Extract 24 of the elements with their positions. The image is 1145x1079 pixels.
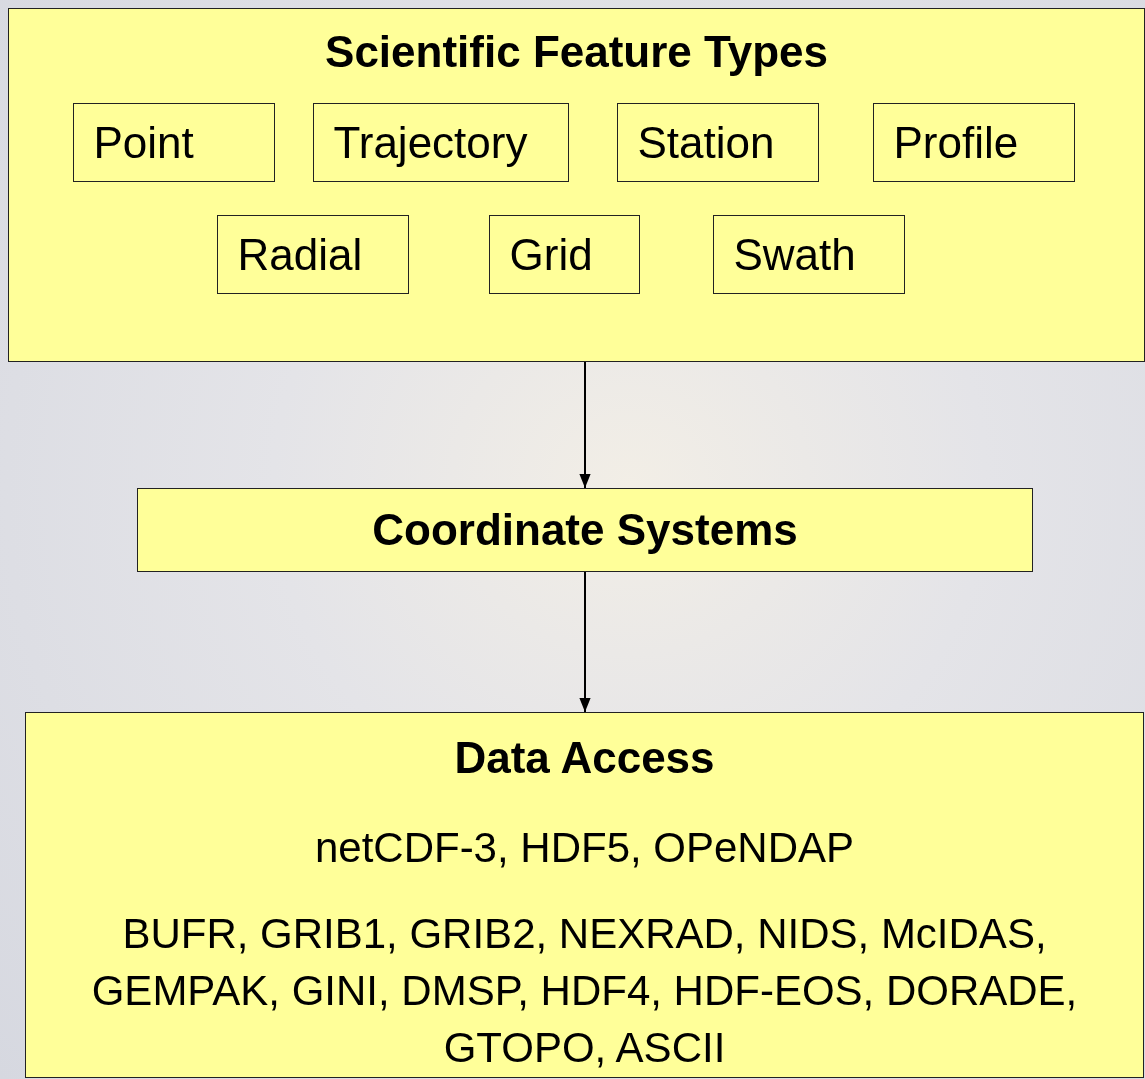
box-text: Grid	[509, 229, 593, 280]
box-heading: Scientific Feature Types	[324, 27, 829, 77]
box-heading: Coordinate Systems	[371, 505, 799, 555]
feature-type-box	[488, 214, 640, 294]
box-text: Swath	[733, 229, 856, 280]
box-text: Trajectory	[333, 117, 528, 168]
box-text: Profile	[893, 117, 1019, 168]
box-text: Radial	[237, 229, 363, 280]
feature-type-box	[72, 102, 275, 182]
arrow	[579, 571, 591, 713]
feature-type-box	[872, 102, 1075, 182]
feature-type-box	[712, 214, 905, 294]
box-heading: Data Access	[453, 732, 716, 784]
feature-type-box	[312, 102, 569, 182]
box-text: Station	[637, 117, 775, 168]
box-text: Point	[93, 117, 194, 168]
group-panel	[8, 8, 1145, 362]
layer-box	[137, 488, 1033, 572]
feature-type-box	[216, 214, 409, 294]
layer-box	[25, 712, 1144, 1078]
feature-type-box	[616, 102, 819, 182]
arrow	[579, 361, 591, 489]
box-text: netCDF-3, HDF5, OPeNDAP	[313, 823, 856, 873]
box-text: BUFR, GRIB1, GRIB2, NEXRAD, NIDS, McIDAS, GEMPAK, GINI, DMSP, HDF4, HDF-EOS, DORADE, GTOPO, ASCII	[90, 909, 1079, 1073]
